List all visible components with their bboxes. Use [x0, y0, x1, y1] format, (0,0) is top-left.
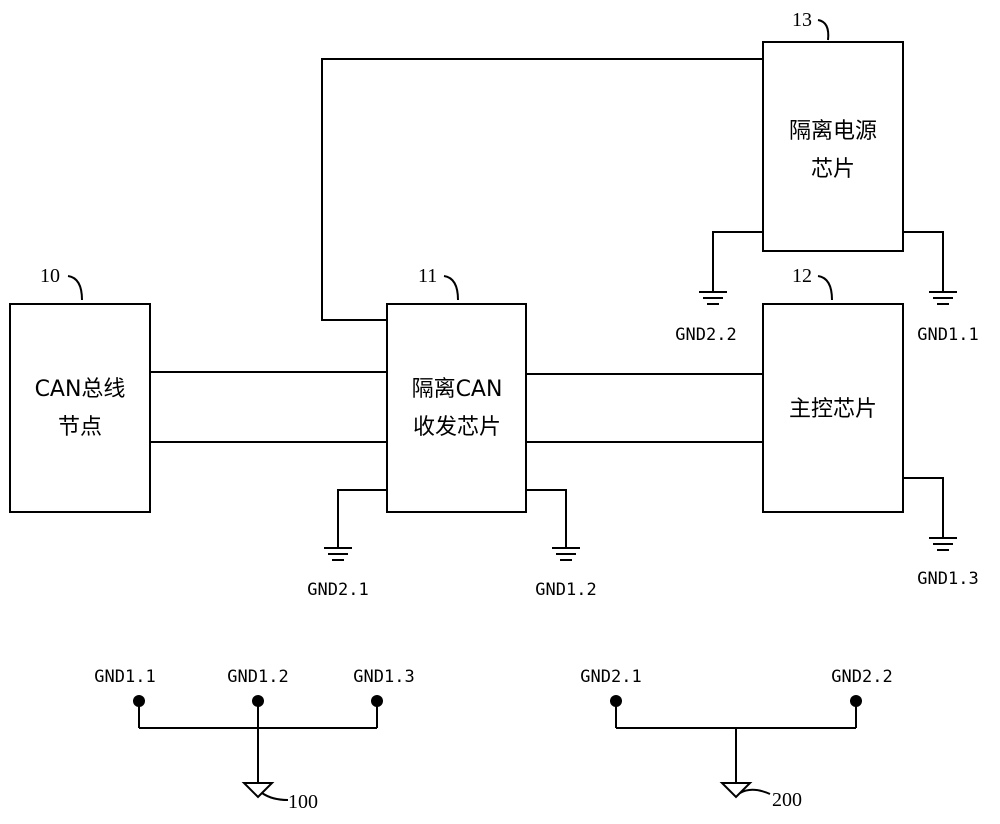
ref-10: 10 [40, 265, 60, 287]
gnd2-2-wire [712, 231, 763, 292]
gnd1-2-symbol [552, 547, 580, 561]
iso-power-label-1: 隔离电源 [789, 119, 877, 144]
ref-13-leader [817, 19, 830, 41]
can-node-label-2: 节点 [58, 415, 102, 440]
gnd1-1-label: GND1.1 [917, 325, 978, 345]
gnd2-1-wire [337, 489, 387, 548]
gnd1-1-wire [903, 231, 944, 292]
gnd1-2-wire [526, 489, 567, 548]
group200-leader [739, 788, 771, 795]
ground-group-200: GND2.1 GND2.2 200 [580, 667, 892, 811]
group200-gnd2-2-label: GND2.2 [831, 667, 892, 687]
group100-gnd1-1-label: GND1.1 [94, 667, 155, 687]
ref-10-leader [67, 275, 83, 301]
ref-11-leader [443, 275, 459, 301]
power-wire [321, 58, 763, 321]
ref-200: 200 [772, 789, 802, 811]
ref-100: 100 [288, 791, 318, 813]
group100-ground-symbol [241, 782, 275, 799]
main-chip-label: 主控芯片 [789, 397, 877, 422]
iso-can-label-2: 收发芯片 [413, 415, 501, 440]
gnd1-2-label: GND1.2 [535, 580, 596, 600]
iso-power-label-2: 芯片 [811, 157, 855, 182]
isolated-power-chip-box [762, 41, 904, 252]
isolated-can-transceiver-box [386, 303, 527, 513]
iso-can-label-1: 隔离CAN [412, 377, 503, 402]
group100-gnd1-2-label: GND1.2 [227, 667, 288, 687]
gnd1-1-symbol [929, 291, 957, 305]
group200-gnd2-1-label: GND2.1 [580, 667, 641, 687]
gnd2-1-symbol [324, 547, 352, 561]
gnd1-3-label: GND1.3 [917, 569, 978, 589]
ref-11: 11 [418, 265, 437, 287]
gnd2-2-label: GND2.2 [675, 325, 736, 345]
can-bus-node-box [9, 303, 151, 513]
ref-13: 13 [792, 9, 812, 31]
ref-12: 12 [792, 265, 812, 287]
ground-group-100: GND1.1 GND1.2 GND1.3 100 [94, 667, 414, 813]
group200-ground-symbol [719, 782, 753, 799]
gnd2-2-symbol [699, 291, 727, 305]
can-node-label-1: CAN总线 [35, 377, 126, 402]
main-control-chip-box [762, 303, 904, 513]
group100-leader [261, 792, 289, 801]
ref-12-leader [817, 275, 833, 301]
gnd1-3-symbol [929, 537, 957, 551]
gnd1-3-wire [903, 477, 944, 538]
gnd2-1-label: GND2.1 [307, 580, 368, 600]
group100-gnd1-3-label: GND1.3 [353, 667, 414, 687]
